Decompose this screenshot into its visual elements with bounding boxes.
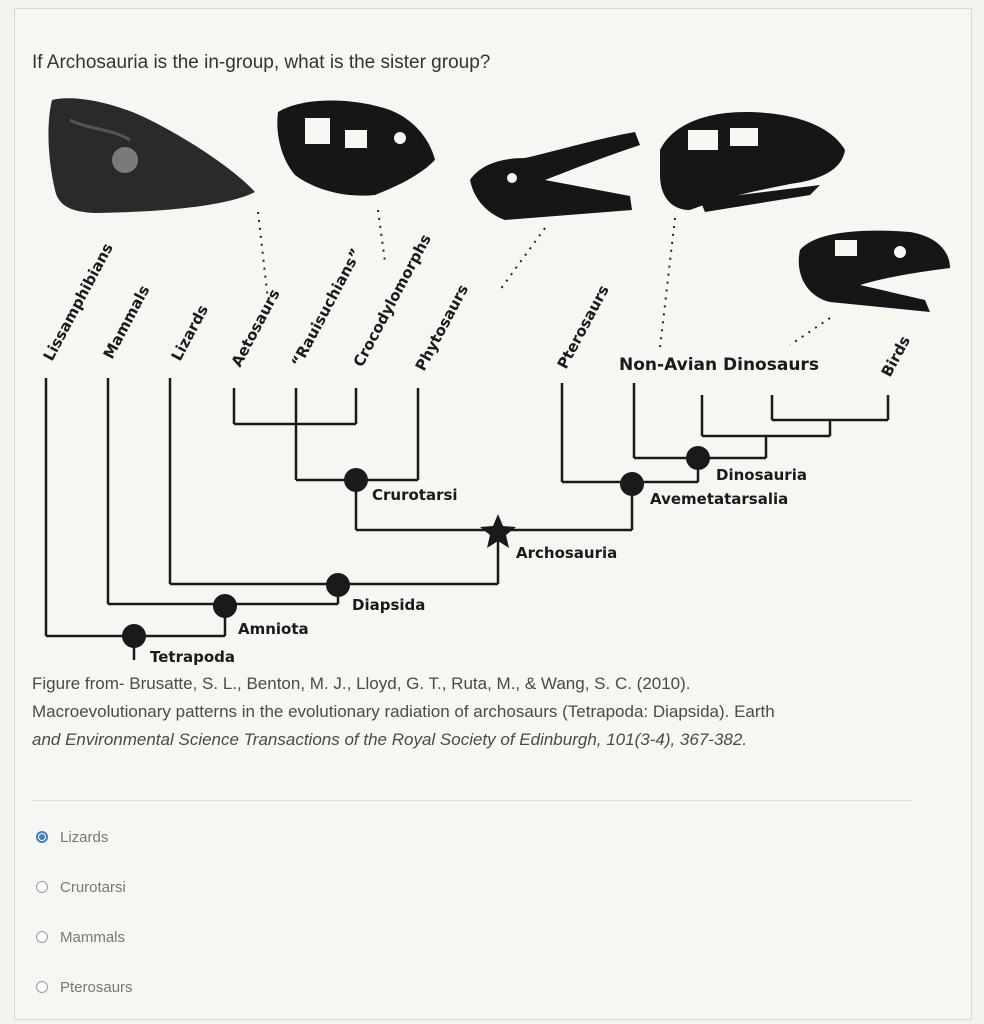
taxon-birds: Birds bbox=[878, 333, 914, 380]
skull-connectors bbox=[257, 209, 831, 349]
option-lizards[interactable]: Lizards bbox=[36, 812, 133, 862]
taxon-non-avian-dinosaurs: Non-Avian Dinosaurs bbox=[619, 355, 819, 375]
tree-branches bbox=[44, 378, 890, 660]
caption-line-2: Macroevolutionary patterns in the evolut… bbox=[32, 702, 775, 721]
skull-3-icon bbox=[470, 132, 640, 220]
radio-button[interactable] bbox=[36, 881, 48, 893]
taxon-lizards: Lizards bbox=[168, 302, 212, 364]
question-text: If Archosauria is the in-group, what is … bbox=[32, 52, 491, 73]
clade-amniota: Amniota bbox=[238, 620, 309, 638]
taxon-rauisuchians: “Rauisuchians” bbox=[288, 246, 366, 370]
cladogram-figure: Lissamphibians Mammals Lizards Aetosaurs… bbox=[40, 98, 950, 666]
option-label: Crurotarsi bbox=[60, 878, 126, 896]
clade-crurotarsi: Crurotarsi bbox=[372, 486, 458, 504]
option-label: Pterosaurs bbox=[60, 978, 133, 996]
option-label: Mammals bbox=[60, 928, 126, 946]
clade-dinosauria: Dinosauria bbox=[716, 466, 807, 484]
star-icon bbox=[480, 514, 516, 548]
option-crurotarsi[interactable]: Crurotarsi bbox=[36, 862, 133, 912]
option-mammals[interactable]: Mammals bbox=[36, 912, 133, 962]
radio-button[interactable] bbox=[36, 931, 48, 943]
tree-nodes bbox=[122, 446, 710, 648]
skull-4-icon bbox=[660, 112, 845, 212]
clade-avemetatarsalia: Avemetatarsalia bbox=[650, 490, 788, 508]
taxon-pterosaurs: Pterosaurs bbox=[554, 282, 613, 372]
clade-tetrapoda: Tetrapoda bbox=[150, 648, 235, 666]
answer-options: Lizards Crurotarsi Mammals Pterosaurs bbox=[36, 812, 133, 1012]
caption-line-3: and Environmental Science Transactions o… bbox=[32, 730, 748, 749]
option-label: Lizards bbox=[60, 828, 109, 846]
divider bbox=[32, 800, 912, 801]
radio-button[interactable] bbox=[36, 981, 48, 993]
figure-caption: Figure from- Brusatte, S. L., Benton, M.… bbox=[32, 670, 952, 754]
skull-2-icon bbox=[277, 100, 435, 196]
taxon-phytosaurs: Phytosaurs bbox=[412, 282, 473, 374]
taxon-mammals: Mammals bbox=[100, 282, 154, 362]
skull-5-icon bbox=[798, 230, 950, 312]
option-pterosaurs[interactable]: Pterosaurs bbox=[36, 962, 133, 1012]
skull-1-icon bbox=[48, 98, 255, 213]
clade-diapsida: Diapsida bbox=[352, 596, 425, 614]
taxon-aetosaurs: Aetosaurs bbox=[228, 286, 284, 370]
radio-button-checked[interactable] bbox=[36, 831, 48, 843]
caption-line-1: Figure from- Brusatte, S. L., Benton, M.… bbox=[32, 674, 691, 693]
clade-archosauria: Archosauria bbox=[516, 544, 617, 562]
